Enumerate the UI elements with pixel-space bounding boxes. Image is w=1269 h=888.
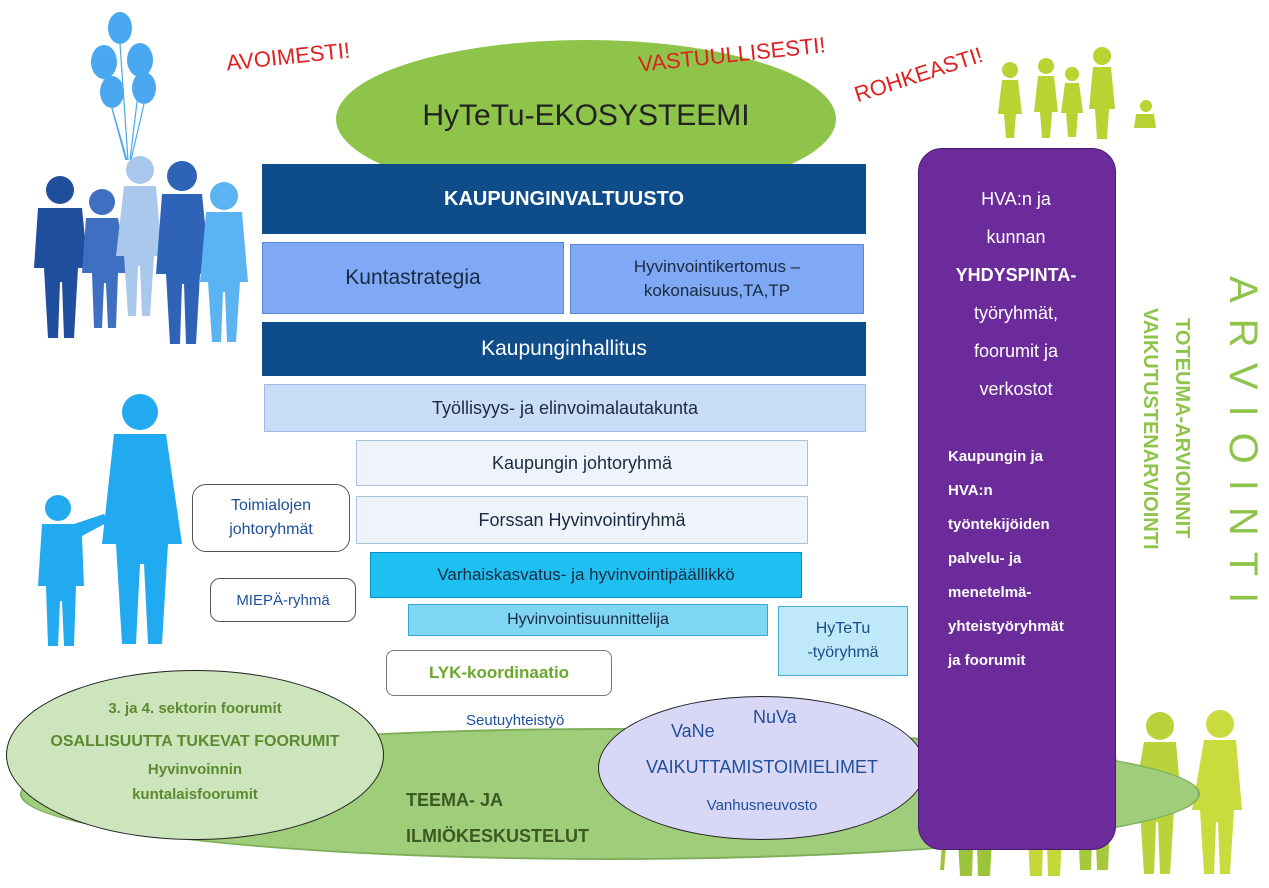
forums-ellipse: 3. ja 4. sektorin foorumit OSALLISUUTTA … <box>6 670 384 840</box>
influence-bodies-ellipse: VaNe NuVa VAIKUTTAMISTOIMIELIMET Vanhusn… <box>598 696 926 840</box>
wellbeing-group-box: Forssan Hyvinvointiryhmä <box>356 496 808 544</box>
interface-line-5: foorumit ja <box>973 341 1059 361</box>
elderly-council-label: Vanhusneuvosto <box>706 797 818 814</box>
miepa-box: MIEPÄ-ryhmä <box>210 578 356 622</box>
staff-line-2: HVA:n <box>948 482 993 499</box>
interface-line-1: HVA:n ja <box>981 189 1051 209</box>
staff-line-1: Kaupungin ja <box>948 448 1043 465</box>
manager-box: Varhaiskasvatus- ja hyvinvointipäällikkö <box>370 552 802 598</box>
committee-label: Työllisyys- ja elinvoimalautakunta <box>431 397 699 418</box>
hytetu-workgroup-line1: HyTeTu <box>815 620 871 637</box>
sector-forums-label: 3. ja 4. sektorin foorumit <box>108 699 282 717</box>
staff-line-4: palvelu- ja <box>948 550 1022 567</box>
vane-label: VaNe <box>671 721 715 741</box>
committee-box: Työllisyys- ja elinvoimalautakunta <box>264 384 866 432</box>
sector-management-line2: johtoryhmät <box>229 521 313 538</box>
balloons-icon <box>91 12 156 161</box>
interface-line-6: verkostot <box>979 379 1053 399</box>
interface-panel-text: HVA:n ja kunnan YHDYSPINTA- työryhmät, f… <box>918 180 1114 408</box>
interface-line-3: YHDYSPINTA- <box>955 265 1077 285</box>
strategy-box: Kuntastrategia <box>262 242 564 314</box>
impact-evaluation-label: VAIKUTUSTENARVIOINTI <box>1139 308 1161 550</box>
wellbeing-report-line1: Hyvinvointikertomus – <box>633 257 801 276</box>
family-icon <box>34 156 248 344</box>
parent-child-icon <box>38 394 182 646</box>
wellbeing-report-box: Hyvinvointikertomus – kokonaisuus,TA,TP <box>570 244 864 314</box>
wellbeing-group-label: Forssan Hyvinvointiryhmä <box>478 509 686 530</box>
management-box: Kaupungin johtoryhmä <box>356 440 808 486</box>
council-label: KAUPUNGINVALTUUSTO <box>444 187 684 210</box>
interface-line-4: työryhmät, <box>973 303 1059 323</box>
planner-box: Hyvinvointisuunnittelija <box>408 604 768 636</box>
implementation-evaluation-label: TOTEUMA-ARVIOINNIT <box>1171 318 1193 539</box>
interface-panel <box>918 148 1116 850</box>
staff-line-3: työntekijöiden <box>948 516 1050 533</box>
hytetu-workgroup-box: HyTeTu -työryhmä <box>778 606 908 676</box>
wellbeing-report-line2: kokonaisuus,TA,TP <box>643 281 791 300</box>
sector-management-line1: Toimialojen <box>230 497 312 514</box>
evaluation-label: ARVIOINTI <box>1221 276 1265 620</box>
hytetu-workgroup-line2: -työryhmä <box>807 644 879 661</box>
board-box: Kaupunginhallitus <box>262 322 866 376</box>
interface-line-2: kunnan <box>986 227 1046 247</box>
welfare-forums-line1: Hyvinvoinnin <box>147 760 243 778</box>
manager-label: Varhaiskasvatus- ja hyvinvointipäällikkö <box>437 565 735 584</box>
council-box: KAUPUNGINVALTUUSTO <box>262 164 866 234</box>
strategy-label: Kuntastrategia <box>345 266 481 289</box>
board-label: Kaupunginhallitus <box>481 337 647 360</box>
management-label: Kaupungin johtoryhmä <box>491 452 673 473</box>
lyk-label: LYK-koordinaatio <box>428 663 570 682</box>
theme-discussions-line2: ILMIÖKESKUSTELUT <box>406 826 589 846</box>
theme-discussions-line1: TEEMA- JA <box>406 790 504 810</box>
welfare-forums-line2: kuntalaisfoorumit <box>132 785 258 803</box>
staff-line-5: menetelmä- <box>948 584 1032 601</box>
small-family-icon <box>998 47 1156 139</box>
participation-forums-label: OSALLISUUTTA TUKEVAT FOORUMIT <box>50 732 340 750</box>
influence-bodies-label: VAIKUTTAMISTOIMIELIMET <box>645 757 879 777</box>
staff-line-6: yhteistyöryhmät <box>948 618 1064 635</box>
regional-cooperation-label: Seutuyhteistyö <box>466 712 565 729</box>
lyk-box: LYK-koordinaatio <box>386 650 612 696</box>
nuva-label: NuVa <box>753 707 797 727</box>
planner-label: Hyvinvointisuunnittelija <box>507 611 669 628</box>
staff-groups-text: Kaupungin ja HVA:n työntekijöiden palvel… <box>948 440 1064 678</box>
ecosystem-title: HyTeTu-EKOSYSTEEMI <box>422 99 750 132</box>
miepa-label: MIEPÄ-ryhmä <box>236 591 330 609</box>
staff-line-7: ja foorumit <box>948 652 1026 669</box>
sector-management-box: Toimialojen johtoryhmät <box>192 484 350 552</box>
